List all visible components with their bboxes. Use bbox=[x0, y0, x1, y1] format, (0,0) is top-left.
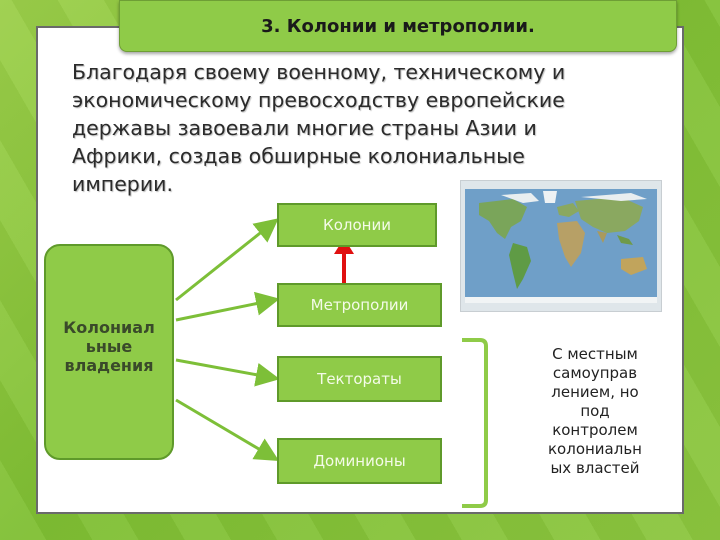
world-map-icon bbox=[461, 181, 661, 311]
arrow-to-dominions bbox=[175, 398, 280, 462]
metropolies-box: Метрополии bbox=[277, 283, 442, 327]
colonies-box: Колонии bbox=[277, 203, 437, 247]
colonial-holdings-box bbox=[44, 244, 174, 460]
colonial-holdings-label: Колониал ьные владения bbox=[63, 318, 155, 375]
arrow-to-colonies bbox=[175, 218, 279, 302]
intro-paragraph: Благодаря своему военному, техническому … bbox=[72, 60, 566, 196]
slide-title: 3. Колонии и метрополии. bbox=[119, 0, 677, 52]
arrow-to-tektorates bbox=[175, 358, 280, 387]
dominions-box: Доминионы bbox=[277, 438, 442, 484]
bracket-note: С местным самоуправ лением, но под контр… bbox=[548, 345, 642, 477]
tektorates-box: Тектораты bbox=[277, 356, 442, 402]
world-map-image bbox=[460, 180, 662, 312]
bracket bbox=[462, 338, 488, 508]
arrow-to-metropolies bbox=[175, 291, 280, 322]
